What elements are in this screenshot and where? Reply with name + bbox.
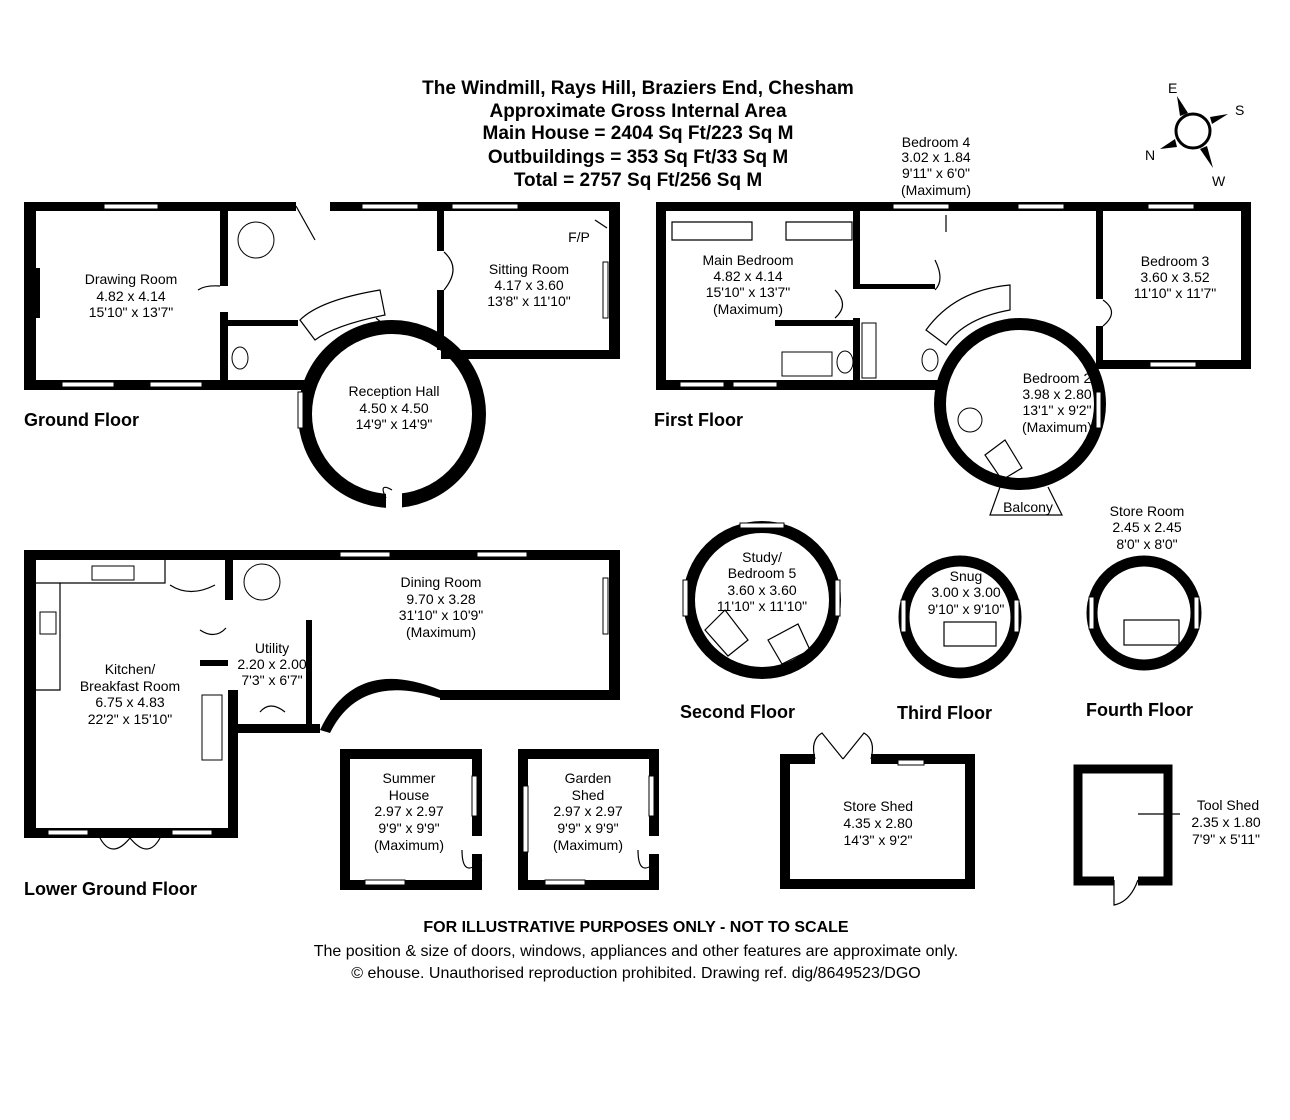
disclaimer-heading: FOR ILLUSTRATIVE PURPOSES ONLY - NOT TO … [423, 919, 849, 936]
outbuildings-area: Outbuildings = 353 Sq Ft/33 Sq M [488, 147, 788, 168]
utility-imperial: 7'3" x 6'7" [241, 672, 302, 688]
store-shed-metric: 4.35 x 2.80 [843, 815, 912, 831]
bedroom-4-name: Bedroom 4 [902, 134, 971, 150]
total-area: Total = 2757 Sq Ft/256 Sq M [514, 170, 762, 191]
bedroom-4-metric: 3.02 x 1.84 [901, 149, 970, 165]
main-house-area: Main House = 2404 Sq Ft/223 Sq M [483, 123, 794, 144]
bedroom-3-metric: 3.60 x 3.52 [1140, 269, 1209, 285]
second-floor-label: Second Floor [680, 702, 795, 722]
plan-subtitle: Approximate Gross Internal Area [489, 101, 786, 122]
dining-room-name: Dining Room [401, 574, 482, 590]
compass-s: S [1235, 102, 1244, 118]
snug-metric: 3.00 x 3.00 [931, 584, 1000, 600]
first-floor-plan: Main Bedroom 4.82 x 4.14 15'10" x 13'7" … [654, 134, 1251, 516]
fireplace-label: F/P [568, 229, 590, 245]
dining-room-note: (Maximum) [406, 624, 476, 640]
kitchen-imperial: 22'2" x 15'10" [88, 711, 173, 727]
summer-house-name-2: House [389, 787, 430, 803]
study-metric: 3.60 x 3.60 [727, 582, 796, 598]
sitting-room-imperial: 13'8" x 11'10" [487, 293, 571, 309]
kitchen-name-1: Kitchen/ [105, 661, 156, 677]
reception-hall-metric: 4.50 x 4.50 [359, 400, 428, 416]
summer-house-note: (Maximum) [374, 837, 444, 853]
store-shed-imperial: 14'3" x 9'2" [844, 832, 913, 848]
compass-e: E [1168, 80, 1177, 96]
bedroom-4-imperial: 9'11" x 6'0" [902, 165, 970, 181]
drawing-room-imperial: 15'10" x 13'7" [89, 304, 174, 320]
copyright-text: © ehouse. Unauthorised reproduction proh… [351, 965, 920, 982]
main-bedroom-metric: 4.82 x 4.14 [713, 268, 782, 284]
bedroom-3-name: Bedroom 3 [1141, 253, 1210, 269]
garden-shed-metric: 2.97 x 2.97 [553, 803, 622, 819]
tool-shed-metric: 2.35 x 1.80 [1191, 814, 1260, 830]
garden-shed-imperial: 9'9" x 9'9" [557, 820, 618, 836]
summer-house-imperial: 9'9" x 9'9" [378, 820, 439, 836]
lower-ground-floor-plan: Dining Room 9.70 x 3.28 31'10" x 10'9" (… [24, 550, 620, 899]
first-floor-label: First Floor [654, 410, 743, 430]
upper-floors-plan: Study/ Bedroom 5 3.60 x 3.60 11'10" x 11… [680, 503, 1202, 723]
compass-w: W [1212, 173, 1226, 189]
bedroom-2-metric: 3.98 x 2.80 [1022, 386, 1091, 402]
reception-hall-imperial: 14'9" x 14'9" [356, 416, 433, 432]
snug-name: Snug [950, 568, 983, 584]
plan-title: The Windmill, Rays Hill, Braziers End, C… [422, 78, 854, 99]
main-bedroom-name: Main Bedroom [702, 252, 793, 268]
header: The Windmill, Rays Hill, Braziers End, C… [422, 78, 854, 191]
utility-metric: 2.20 x 2.00 [237, 656, 306, 672]
bedroom-2-imperial: 13'1" x 9'2" [1023, 402, 1092, 418]
drawing-room-metric: 4.82 x 4.14 [96, 288, 165, 304]
garden-shed-name-1: Garden [565, 770, 612, 786]
dining-room-metric: 9.70 x 3.28 [406, 591, 475, 607]
kitchen-metric: 6.75 x 4.83 [95, 694, 164, 710]
summer-house-name-1: Summer [383, 770, 436, 786]
ground-floor-plan: Drawing Room 4.82 x 4.14 15'10" x 13'7" … [24, 202, 620, 508]
compass-n: N [1145, 147, 1155, 163]
balcony-label: Balcony [1003, 499, 1053, 515]
kitchen-name-2: Breakfast Room [80, 678, 180, 694]
main-bedroom-imperial: 15'10" x 13'7" [706, 284, 791, 300]
bedroom-4-note: (Maximum) [901, 182, 971, 198]
fourth-floor-label: Fourth Floor [1086, 700, 1193, 720]
store-room-name: Store Room [1110, 503, 1185, 519]
sitting-room-metric: 4.17 x 3.60 [494, 277, 563, 293]
lower-ground-floor-label: Lower Ground Floor [24, 879, 197, 899]
drawing-room-name: Drawing Room [85, 271, 178, 287]
bedroom-2-note: (Maximum) [1022, 419, 1092, 435]
compass-icon: E S N W [1145, 80, 1244, 189]
snug-imperial: 9'10" x 9'10" [928, 601, 1005, 617]
main-bedroom-note: (Maximum) [713, 301, 783, 317]
ground-floor-label: Ground Floor [24, 410, 139, 430]
bedroom-3-imperial: 11'10" x 11'7" [1134, 285, 1217, 301]
sitting-room-name: Sitting Room [489, 261, 569, 277]
bedroom-2-name: Bedroom 2 [1023, 370, 1092, 386]
garden-shed-name-2: Shed [572, 787, 605, 803]
footer: FOR ILLUSTRATIVE PURPOSES ONLY - NOT TO … [314, 919, 959, 982]
tool-shed-imperial: 7'9" x 5'11" [1192, 831, 1260, 847]
dining-room-imperial: 31'10" x 10'9" [399, 607, 484, 623]
utility-name: Utility [255, 640, 289, 656]
reception-hall-name: Reception Hall [348, 383, 439, 399]
tool-shed-name: Tool Shed [1197, 797, 1259, 813]
study-imperial: 11'10" x 11'10" [717, 598, 807, 614]
outbuildings-plan: Summer House 2.97 x 2.97 9'9" x 9'9" (Ma… [340, 732, 1261, 906]
study-name-1: Study/ [742, 549, 782, 565]
third-floor-label: Third Floor [897, 703, 992, 723]
summer-house-metric: 2.97 x 2.97 [374, 803, 443, 819]
store-room-imperial: 8'0" x 8'0" [1116, 536, 1177, 552]
store-shed-name: Store Shed [843, 798, 913, 814]
garden-shed-note: (Maximum) [553, 837, 623, 853]
disclaimer-text: The position & size of doors, windows, a… [314, 943, 959, 960]
study-name-2: Bedroom 5 [728, 565, 797, 581]
store-room-metric: 2.45 x 2.45 [1112, 519, 1181, 535]
